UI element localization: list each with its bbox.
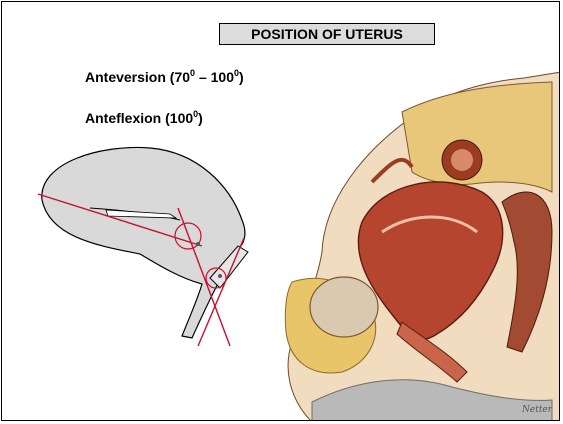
- anteflexion-suffix: ): [198, 110, 203, 126]
- anteflexion-label: Anteflexion (1000): [85, 110, 203, 126]
- axis-point-1: [196, 242, 200, 246]
- bladder: [310, 277, 378, 337]
- uterus-diagram: [30, 138, 260, 348]
- ovary-inner: [451, 149, 473, 171]
- anteversion-label: Anteversion (700 – 1000): [85, 69, 244, 85]
- anteversion-prefix: Anteversion (70: [85, 69, 190, 85]
- anteversion-suffix: ): [239, 69, 244, 85]
- spine-sacrum: [402, 82, 552, 192]
- slide-title: POSITION OF UTERUS: [219, 23, 435, 45]
- diagram-body: [42, 147, 245, 338]
- anteflexion-prefix: Anteflexion (100: [85, 110, 193, 126]
- anteversion-dash: – 100: [195, 69, 234, 85]
- anatomy-illustration: Netter: [252, 72, 560, 421]
- illustrator-signature: Netter: [521, 405, 553, 415]
- axis-point-2: [218, 274, 222, 278]
